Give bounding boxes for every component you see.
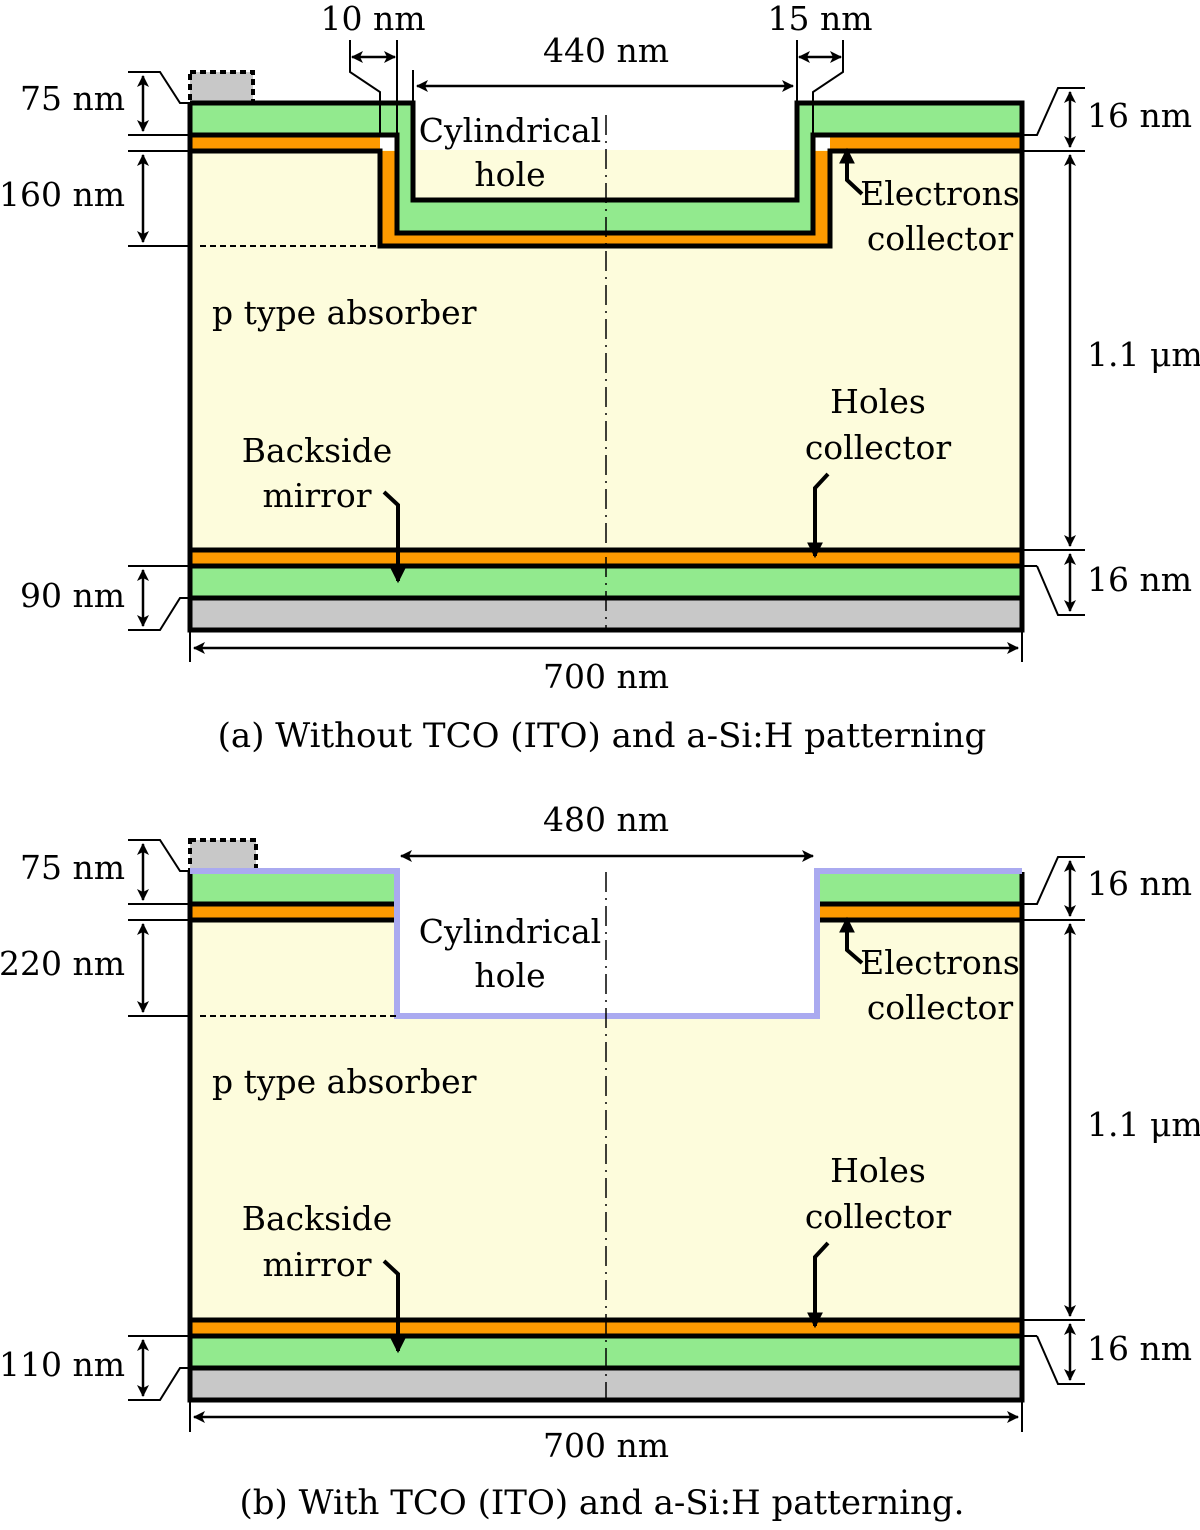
dim-width-label: 700 nm [543,1426,669,1465]
front-contact [188,838,258,873]
holes-collector-leader [807,1241,830,1329]
hole-tco-lining-top-left [397,103,413,135]
holes-collector-label-line1: Holes [830,1151,926,1190]
tco-asih-interface [190,132,1022,236]
dim-16bot-ext-bottom [1036,1335,1085,1385]
dim-75-ext-top [128,839,190,872]
electrons-collector-leader [839,147,864,196]
hole-tco-lining-top-right [797,103,813,135]
dim-90-ext-bottom [128,597,190,631]
absorber-label: p type absorber [212,1062,477,1101]
panel-a: 75 nm 160 nm 90 nm 16 nm 1.1 μm 16 nm 70… [0,0,1200,756]
hole-label-line2: hole [474,155,545,194]
hole-tco-lining [397,135,813,233]
dim-top-right-label: 16 nm [1087,96,1192,135]
hole-label-line1: Cylindrical [419,912,601,951]
holes-collector-label-line1: Holes [830,382,926,421]
holes-collector-label-line2: collector [805,1197,952,1236]
dim-top-left-label: 75 nm [20,79,125,118]
dim-depth-label: 220 nm [0,944,125,983]
backside-mirror-leader [382,1259,406,1354]
dim-bottom-left-label: 90 nm [20,576,125,615]
electrons-collector-label-line2: collector [867,988,1014,1027]
dim-thickness-label: 1.1 μm [1087,335,1200,374]
holes-collector-label-line2: collector [805,428,952,467]
dim-width-label: 700 nm [543,657,669,696]
dim-gap-left-label: 10 nm [320,0,425,38]
dim-hole-width-label: 440 nm [543,31,669,70]
electrons-collector-leader [839,916,864,965]
top-tco-layer-left [190,872,397,904]
dim-gap-right-label: 15 nm [767,0,872,38]
panel-b: 75 nm 220 nm 110 nm 16 nm 1.1 μm 16 nm 7… [0,800,1200,1523]
hole-void [397,870,817,1016]
top-asih-layer-left [190,904,397,920]
dim-thickness-label: 1.1 μm [1087,1105,1200,1144]
asih-absorber-interface [190,148,1022,249]
dim-110-ext-bottom [128,1367,190,1401]
conformal-coating-outline [190,868,1022,1019]
backside-mirror-label-line2: mirror [262,1245,371,1284]
dim-16top-ext-top [1022,87,1085,136]
hole-label-line1: Cylindrical [419,111,601,150]
dim-16bot-ext-bottom [1036,565,1085,616]
electrons-collector-label-line1: Electrons [860,174,1020,213]
hole-label-line2: hole [474,956,545,995]
top-asih-layer-right [817,904,1022,920]
dim-16top-ext-top [1022,856,1085,905]
top-asih-layer-right [830,135,1022,151]
holes-collector-leader [807,472,830,559]
top-asih-layer-left [190,135,380,151]
hole-asih-lining [380,151,830,246]
backside-mirror-label-line1: Backside [242,1199,393,1238]
electrons-collector-label-line1: Electrons [860,943,1020,982]
backside-mirror-label-line1: Backside [242,431,393,470]
front-contact [188,70,255,105]
dim-depth-label: 160 nm [0,175,125,214]
dim-top-right-label: 16 nm [1087,864,1192,903]
dim-top-left-label: 75 nm [20,848,125,887]
top-tco-layer-left [190,103,397,135]
panel-a-caption: (a) Without TCO (ITO) and a-Si:H pattern… [218,716,987,756]
dim-bottom-right-label: 16 nm [1087,560,1192,599]
backside-mirror-leader [382,490,406,584]
dim-gap-right-ext-b [812,40,844,135]
top-tco-layer-right [813,103,1022,135]
dim-bottom-left-label: 110 nm [0,1345,125,1384]
dim-75-ext-top [128,71,190,104]
backside-mirror-label-line2: mirror [262,476,371,515]
top-tco-layer-right [817,872,1022,904]
dim-bottom-right-label: 16 nm [1087,1329,1192,1368]
electrons-collector-label-line2: collector [867,219,1014,258]
dim-hole-width-label: 480 nm [543,800,669,839]
panel-b-caption: (b) With TCO (ITO) and a-Si:H patterning… [240,1483,965,1523]
absorber-label: p type absorber [212,293,477,332]
